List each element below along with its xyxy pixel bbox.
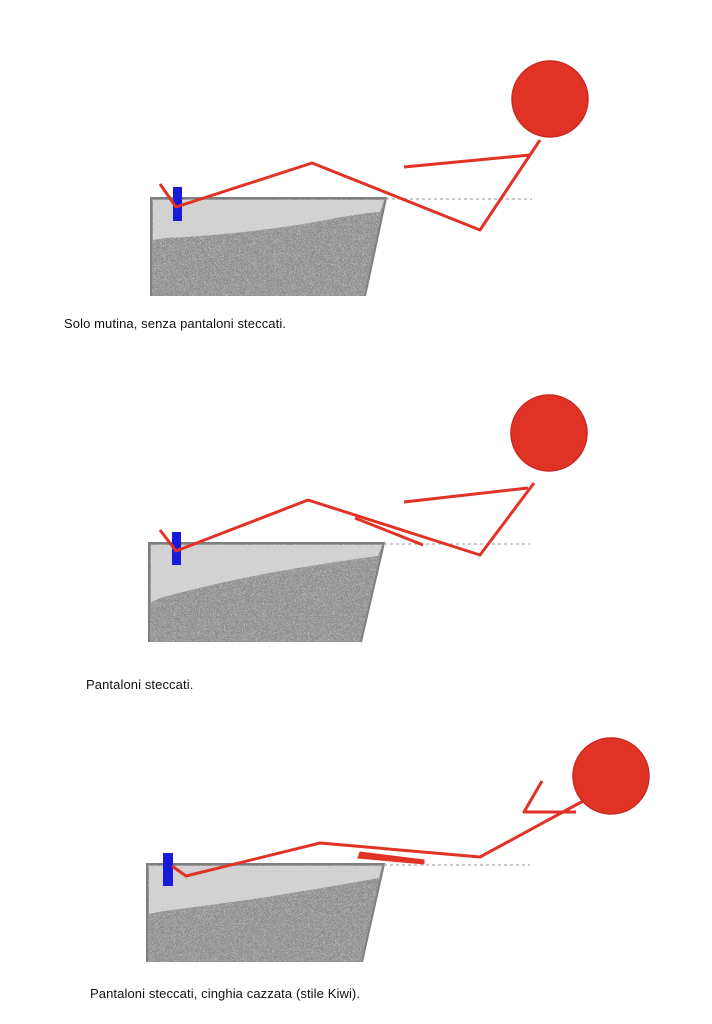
panel-3 (146, 737, 650, 963)
sailor-head (511, 60, 589, 138)
sailor-head (572, 737, 650, 815)
hiking-pants-batten (357, 851, 425, 865)
sailor-body (171, 798, 586, 878)
caption-panel-2: Pantaloni steccati. (86, 677, 194, 692)
foot-strap-block (173, 187, 182, 221)
foot-strap-block (172, 532, 181, 565)
hull-speckled-upper (153, 200, 384, 240)
foot-strap-block (163, 853, 173, 886)
hull-outline (146, 863, 386, 963)
sailor-arm (522, 780, 576, 814)
hull-speckled-upper (149, 866, 382, 914)
sailor-body (158, 139, 542, 232)
caption-panel-1: Solo mutina, senza pantaloni steccati. (64, 316, 287, 331)
sailor-arm (403, 153, 531, 169)
panel-2 (148, 394, 588, 643)
sailor-arm (403, 486, 529, 504)
hull-outline (148, 542, 386, 643)
hull-speckled-upper (151, 545, 382, 602)
hiking-pants-batten (354, 516, 424, 547)
panel-1 (150, 60, 589, 297)
sailor-body (158, 482, 536, 557)
sailor-head (510, 394, 588, 472)
hull-outline (150, 197, 388, 297)
caption-panel-3: Pantaloni steccati, cinghia cazzata (sti… (90, 986, 361, 1001)
